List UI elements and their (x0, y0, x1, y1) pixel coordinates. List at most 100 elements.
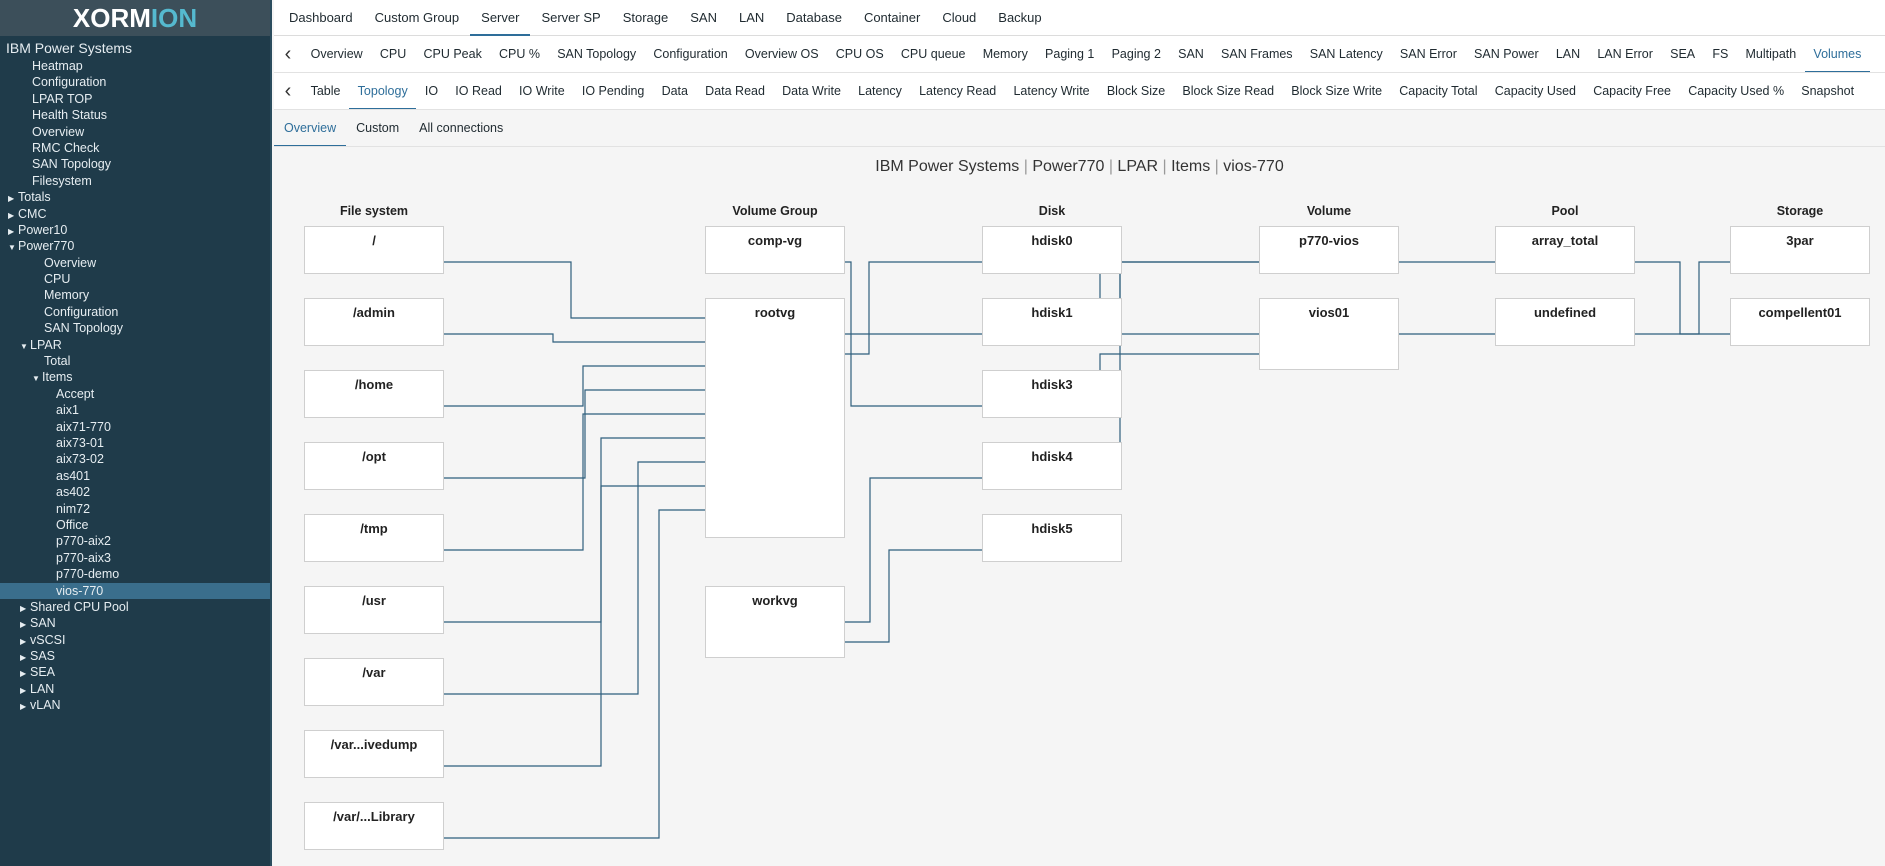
tab-multipath[interactable]: Multipath (1745, 46, 1797, 61)
nav-custom-group[interactable]: Custom Group (374, 9, 460, 25)
volume-group-node[interactable]: rootvg (705, 298, 845, 538)
caret-right-icon[interactable]: ▶ (20, 620, 27, 630)
sidebar-item-p770-demo[interactable]: p770-demo (0, 566, 270, 582)
sidebar-item-total[interactable]: Total (0, 353, 270, 369)
tab-latency-read[interactable]: Latency Read (919, 83, 997, 98)
tab-lan-error[interactable]: LAN Error (1597, 46, 1653, 61)
caret-right-icon[interactable]: ▶ (8, 226, 15, 236)
sidebar-item-nim72[interactable]: nim72 (0, 501, 270, 517)
caret-right-icon[interactable]: ▶ (20, 669, 27, 679)
disk-node[interactable]: hdisk3 (982, 370, 1122, 418)
sidebar-item-aix73-02[interactable]: aix73-02 (0, 451, 270, 467)
sidebar-item-configuration[interactable]: Configuration (0, 304, 270, 320)
tab-cpu-os[interactable]: CPU OS (835, 46, 884, 61)
volume-group-node[interactable]: workvg (705, 586, 845, 658)
pool-node[interactable]: undefined (1495, 298, 1635, 346)
nav-dashboard[interactable]: Dashboard (289, 9, 353, 25)
filesystem-node[interactable]: /var...ivedump (304, 730, 444, 778)
tab-cpu[interactable]: CPU % (499, 46, 540, 61)
tab-custom[interactable]: Custom (356, 120, 400, 135)
disk-node[interactable]: hdisk0 (982, 226, 1122, 274)
filesystem-node[interactable]: /tmp (304, 514, 444, 562)
tab-data-write[interactable]: Data Write (782, 83, 841, 98)
sidebar-item-vios-770[interactable]: vios-770 (0, 582, 270, 599)
disk-node[interactable]: hdisk5 (982, 514, 1122, 562)
tab-io[interactable]: IO (424, 83, 439, 98)
tab-fs[interactable]: FS (1712, 46, 1729, 61)
tab-san[interactable]: SAN (1178, 46, 1204, 61)
caret-right-icon[interactable]: ▶ (20, 603, 27, 613)
storage-node[interactable]: compellent01 (1730, 298, 1870, 346)
chevron-left-icon[interactable]: ‹ (284, 42, 292, 65)
tab-lan[interactable]: LAN (1555, 46, 1581, 61)
sidebar-item-san-topology[interactable]: SAN Topology (0, 320, 270, 336)
sidebar-item-power10[interactable]: ▶Power10 (0, 222, 270, 238)
filesystem-node[interactable]: /var/...Library (304, 802, 444, 850)
caret-right-icon[interactable]: ▶ (8, 210, 15, 220)
sidebar-item-sas[interactable]: ▶SAS (0, 648, 270, 664)
caret-down-icon[interactable]: ▼ (8, 243, 16, 253)
tab-cpu[interactable]: CPU (379, 46, 407, 61)
sidebar-item-aix71-770[interactable]: aix71-770 (0, 419, 270, 435)
tab-cpu-peak[interactable]: CPU Peak (423, 46, 482, 61)
tab-overview-os[interactable]: Overview OS (744, 46, 819, 61)
tab-block-size[interactable]: Block Size (1106, 83, 1166, 98)
sidebar-item-accept[interactable]: Accept (0, 386, 270, 402)
caret-right-icon[interactable]: ▶ (20, 702, 27, 712)
tab-san-topology[interactable]: SAN Topology (557, 46, 637, 61)
sidebar-item-configuration[interactable]: Configuration (0, 74, 270, 90)
tab-san-frames[interactable]: SAN Frames (1221, 46, 1293, 61)
sidebar-item-health-status[interactable]: Health Status (0, 107, 270, 123)
tab-paging-2[interactable]: Paging 2 (1111, 46, 1161, 61)
sidebar-item-totals[interactable]: ▶Totals (0, 189, 270, 205)
caret-down-icon[interactable]: ▼ (20, 341, 28, 351)
tab-configuration[interactable]: Configuration (653, 46, 728, 61)
sidebar-item-heatmap[interactable]: Heatmap (0, 58, 270, 74)
tab-san-power[interactable]: SAN Power (1474, 46, 1539, 61)
nav-san[interactable]: SAN (690, 9, 717, 25)
filesystem-node[interactable]: /admin (304, 298, 444, 346)
filesystem-node[interactable]: /home (304, 370, 444, 418)
sidebar-item-office[interactable]: Office (0, 517, 270, 533)
sidebar-item-lan[interactable]: ▶LAN (0, 681, 270, 697)
tab-memory[interactable]: Memory (982, 46, 1028, 61)
tab-san-latency[interactable]: SAN Latency (1309, 46, 1383, 61)
tab-latency-write[interactable]: Latency Write (1013, 83, 1090, 98)
tab-data-read[interactable]: Data Read (705, 83, 765, 98)
sidebar-item-shared-cpu-pool[interactable]: ▶Shared CPU Pool (0, 599, 270, 615)
storage-node[interactable]: 3par (1730, 226, 1870, 274)
filesystem-node[interactable]: / (304, 226, 444, 274)
sidebar-item-cmc[interactable]: ▶CMC (0, 206, 270, 222)
caret-right-icon[interactable]: ▶ (20, 636, 27, 646)
tab-table[interactable]: Table (310, 83, 341, 98)
tab-paging-1[interactable]: Paging 1 (1045, 46, 1095, 61)
disk-node[interactable]: hdisk4 (982, 442, 1122, 490)
tab-capacity-used[interactable]: Capacity Used (1494, 83, 1577, 98)
filesystem-node[interactable]: /opt (304, 442, 444, 490)
sidebar-item-p770-aix3[interactable]: p770-aix3 (0, 550, 270, 566)
tab-capacity-free[interactable]: Capacity Free (1593, 83, 1672, 98)
tab-latency[interactable]: Latency (858, 83, 902, 98)
sidebar-item-san[interactable]: ▶SAN (0, 615, 270, 631)
tab-io-read[interactable]: IO Read (455, 83, 502, 98)
tab-block-size-read[interactable]: Block Size Read (1182, 83, 1275, 98)
tab-data[interactable]: Data (661, 83, 688, 98)
tab-snapshot[interactable]: Snapshot (1801, 83, 1855, 98)
sidebar-item-cpu[interactable]: CPU (0, 271, 270, 287)
caret-right-icon[interactable]: ▶ (20, 653, 27, 663)
sidebar-item-aix73-01[interactable]: aix73-01 (0, 435, 270, 451)
volume-group-node[interactable]: comp-vg (705, 226, 845, 274)
volume-node[interactable]: p770-vios (1259, 226, 1399, 274)
sidebar-item-lpar[interactable]: ▼LPAR (0, 337, 270, 353)
sidebar-item-sea[interactable]: ▶SEA (0, 664, 270, 680)
sidebar-item-vscsi[interactable]: ▶vSCSI (0, 632, 270, 648)
sidebar-item-overview[interactable]: Overview (0, 255, 270, 271)
sidebar-item-vlan[interactable]: ▶vLAN (0, 697, 270, 713)
nav-container[interactable]: Container (863, 9, 921, 25)
nav-storage[interactable]: Storage (622, 9, 669, 25)
tab-block-size-write[interactable]: Block Size Write (1291, 83, 1383, 98)
sidebar-item-overview[interactable]: Overview (0, 124, 270, 140)
sidebar-item-san-topology[interactable]: SAN Topology (0, 156, 270, 172)
tab-overview[interactable]: Overview (274, 110, 347, 146)
